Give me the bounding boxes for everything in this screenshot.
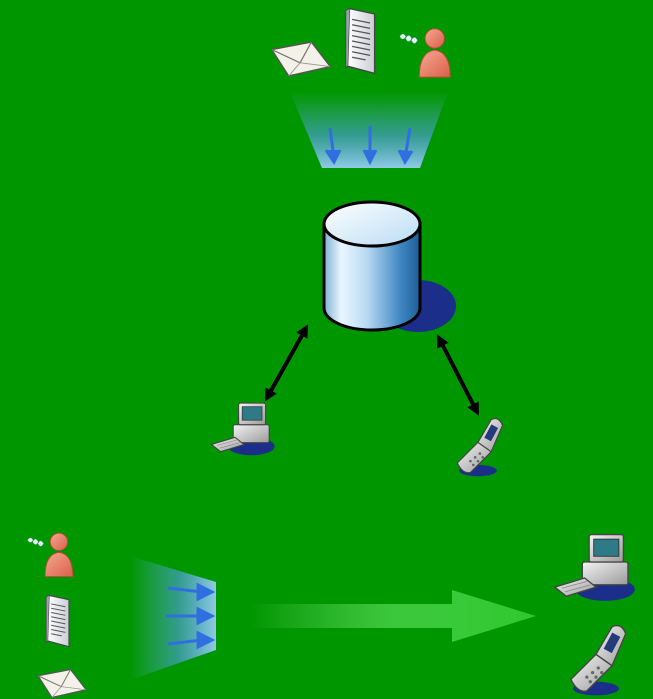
speaking-person-icon (399, 28, 451, 78)
sync-arrows (264, 324, 479, 416)
bottom-funnel (130, 556, 216, 680)
desktop-computer-icon (554, 533, 636, 602)
flow-arrow (250, 590, 536, 642)
document-icon (45, 594, 70, 648)
flip-phone-icon (569, 624, 627, 697)
flip-phone-icon (456, 417, 504, 477)
bottom-target-group (554, 533, 636, 697)
bottom-source-group (27, 532, 87, 699)
sync-arrow-phone (437, 334, 479, 416)
envelope-icon (37, 668, 87, 699)
speaking-person-icon (27, 532, 74, 578)
database-icon (322, 200, 456, 332)
desktop-computer-icon (211, 402, 276, 456)
funnel-arrows (324, 126, 414, 166)
envelope-icon (271, 41, 331, 77)
funnel-arrows (166, 582, 216, 650)
top-funnel (290, 92, 448, 168)
top-source-group (271, 7, 451, 78)
sync-arrow-computer (264, 324, 309, 402)
document-icon (345, 7, 376, 75)
